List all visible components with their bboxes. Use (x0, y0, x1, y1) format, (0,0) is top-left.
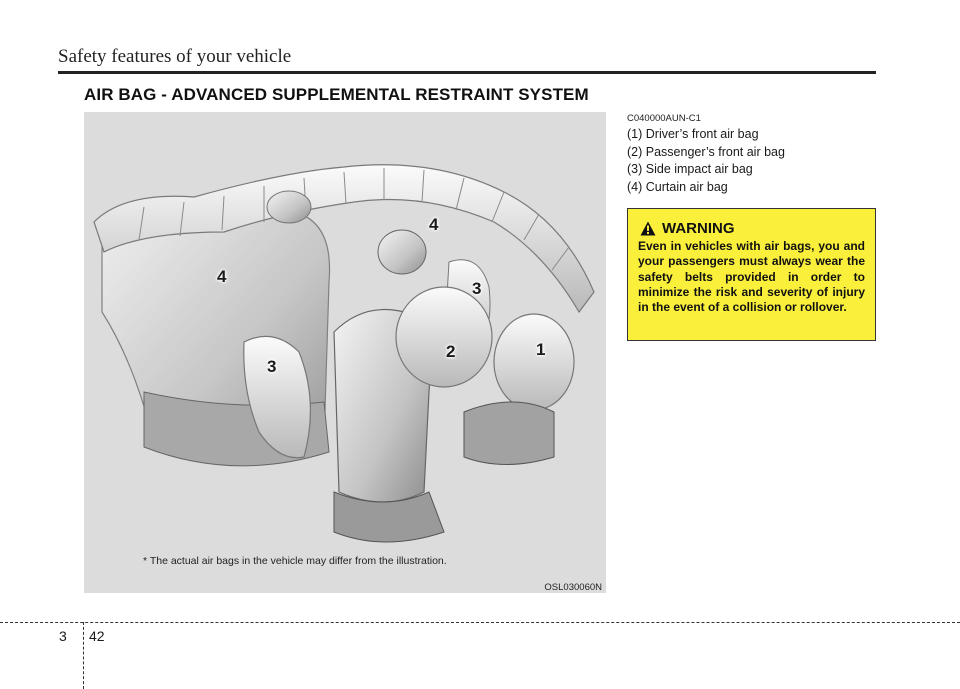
page-number: 42 (89, 628, 105, 644)
legend-item-passenger-front: (2) Passenger’s front air bag (627, 144, 785, 162)
airbag-legend-list: (1) Driver’s front air bag (2) Passenger… (627, 126, 785, 197)
callout-curtain-airbag-front: 4 (429, 215, 438, 235)
warning-header: WARNING (640, 220, 735, 237)
running-header-title: Safety features of your vehicle (58, 46, 291, 68)
warning-triangle-icon (640, 221, 656, 236)
warning-box: WARNING Even in vehicles with air bags, … (627, 208, 876, 341)
airbag-illustration: 4 4 3 3 2 1 * The actual air bags in the… (84, 112, 606, 593)
warning-body: Even in vehicles with air bags, you and … (638, 239, 865, 315)
figure-note: * The actual air bags in the vehicle may… (143, 555, 447, 567)
callout-side-airbag-front: 3 (472, 279, 481, 299)
callout-curtain-airbag-rear: 4 (217, 267, 226, 287)
callout-side-airbag-rear: 3 (267, 357, 276, 377)
document-code: C040000AUN-C1 (627, 113, 701, 124)
header-rule (58, 71, 876, 74)
legend-item-driver-front: (1) Driver’s front air bag (627, 126, 785, 144)
airbag-illustration-drawing (84, 112, 606, 593)
callout-passenger-front-airbag: 2 (446, 342, 455, 362)
legend-item-curtain: (4) Curtain air bag (627, 179, 785, 197)
footer-divider (0, 622, 960, 623)
figure-code: OSL030060N (544, 582, 602, 593)
warning-title: WARNING (662, 220, 735, 237)
legend-item-side-impact: (3) Side impact air bag (627, 161, 785, 179)
callout-driver-front-airbag: 1 (536, 340, 545, 360)
footer-vertical-divider (83, 622, 84, 689)
chapter-number: 3 (59, 628, 67, 644)
section-heading: AIR BAG - ADVANCED SUPPLEMENTAL RESTRAIN… (84, 85, 589, 105)
